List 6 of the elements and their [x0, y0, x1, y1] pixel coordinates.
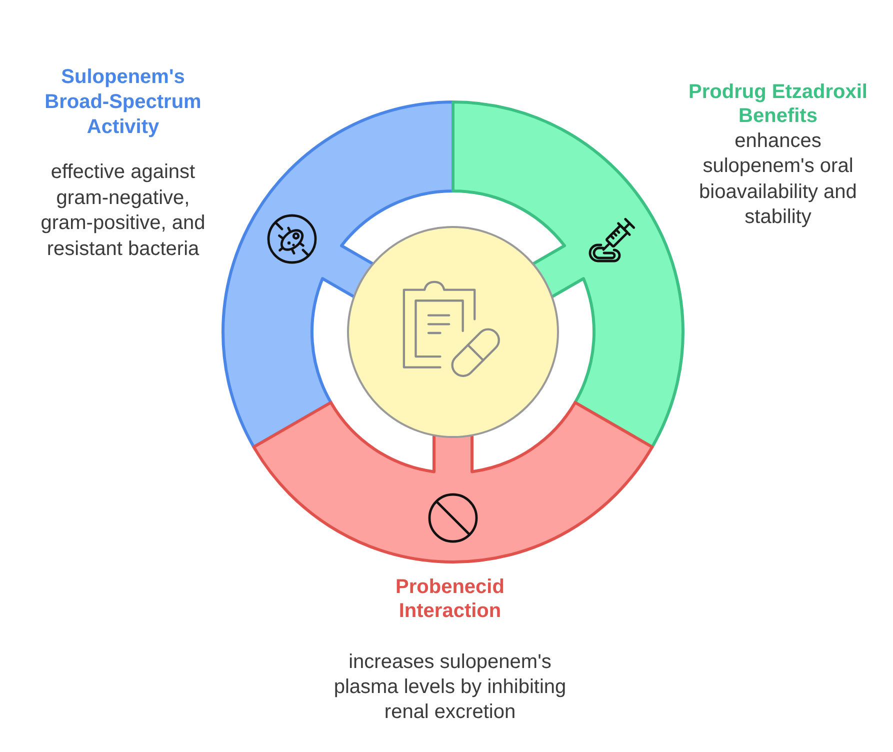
- segment-description: increases sulopenem's plasma levels by inhibiting renal excretion: [332, 650, 568, 725]
- segment-description: enhances sulopenem's oral bioavailability and stability: [698, 129, 858, 230]
- segment-description: effective against gram-negative, gram-positive, and resistant bacteria: [40, 160, 206, 262]
- segment-title: Sulopenem's Broad-Spectrum Activity: [44, 65, 202, 140]
- segment-title: Probenecid Interaction: [394, 575, 506, 623]
- segment-title: Prodrug Etzadroxil Benefits: [688, 80, 868, 128]
